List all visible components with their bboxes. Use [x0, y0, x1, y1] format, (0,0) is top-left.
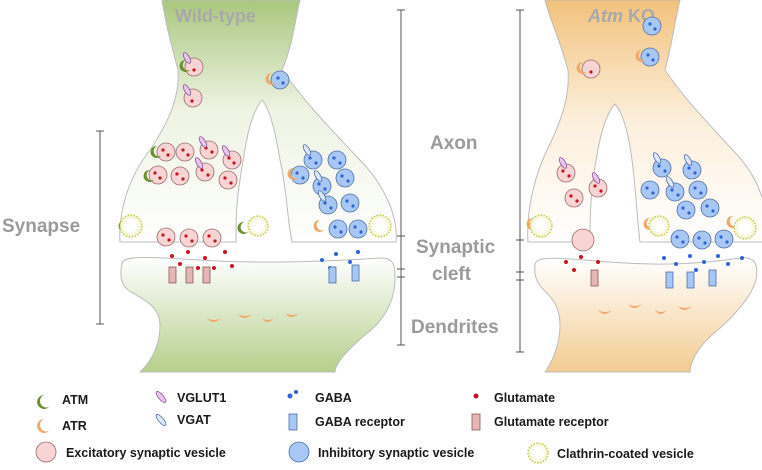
- svg-text:VGLUT1: VGLUT1: [177, 391, 226, 405]
- label-cleft: cleft: [432, 264, 472, 285]
- legend-gaba: GABA: [287, 390, 352, 405]
- ko-atr-crescents: [526, 49, 737, 314]
- legend-atr: ATR: [37, 419, 87, 433]
- ko-glutamate-receptors: [590, 269, 599, 287]
- wt-vglut-vgat: [182, 52, 327, 202]
- vgat-icon: [155, 414, 167, 426]
- ko-gaba-cleft: [662, 254, 744, 272]
- svg-text:VGAT: VGAT: [177, 413, 211, 427]
- wt-gaba-receptors: [328, 264, 360, 284]
- svg-text:ATM: ATM: [62, 393, 88, 407]
- legend-vgat: VGAT: [155, 413, 211, 427]
- gaba-icon: [287, 393, 293, 399]
- ko-vglut-vgat: [558, 152, 693, 188]
- glutamate-receptor-icon: [471, 413, 481, 431]
- excitatory-vesicle-icon: [35, 441, 57, 463]
- wt-region-scale-bars: [397, 9, 405, 346]
- title-wild-type: Wild-type: [175, 6, 256, 26]
- ko-gaba-receptors: [665, 269, 717, 289]
- wt-atr-crescents: [207, 72, 324, 322]
- svg-text:Excitatory synaptic vesicle: Excitatory synaptic vesicle: [66, 446, 226, 460]
- svg-text:Inhibitory synaptic vesicle: Inhibitory synaptic vesicle: [318, 446, 474, 460]
- legend-gaba-receptor: GABA receptor: [288, 413, 405, 431]
- wt-glutamate-receptors: [168, 266, 211, 284]
- legend-inhibitory-vesicle: Inhibitory synaptic vesicle: [288, 441, 474, 463]
- ko-glutamate-cleft: [564, 255, 600, 272]
- wt-glutamate-inside: [153, 68, 236, 243]
- legend-glutamate: Glutamate: [473, 391, 555, 405]
- wt-glutamate-cleft: [170, 250, 234, 270]
- label-synaptic: Synaptic: [416, 237, 496, 258]
- svg-text:Glutamate receptor: Glutamate receptor: [494, 415, 609, 429]
- synapse-scale-bar: [96, 130, 104, 325]
- legend: ATM ATR VGLUT1 VGAT GABA GABA receptor G…: [35, 390, 694, 464]
- wt-gaba-inside: [276, 76, 363, 234]
- inhibitory-vesicle-icon: [288, 441, 310, 463]
- clathrin-vesicle-icon: [527, 442, 549, 464]
- legend-vglut1: VGLUT1: [155, 391, 226, 405]
- svg-text:Clathrin-coated vesicle: Clathrin-coated vesicle: [557, 447, 694, 461]
- legend-clathrin-vesicle: Clathrin-coated vesicle: [527, 442, 694, 464]
- ko-excitatory-vesicles: [556, 59, 608, 252]
- svg-text:GABA: GABA: [315, 391, 352, 405]
- wt-dendrite: [120, 257, 396, 373]
- wild-type-neuron: [119, 0, 397, 373]
- wt-clathrin-vesicles: [119, 214, 392, 238]
- label-dendrites: Dendrites: [411, 317, 499, 338]
- atr-icon: [37, 419, 49, 433]
- label-axon: Axon: [430, 133, 478, 154]
- wt-excitatory-vesicles: [148, 57, 242, 248]
- legend-atm: ATM: [37, 393, 88, 409]
- ko-clathrin-vesicles: [529, 214, 757, 240]
- svg-text:GABA receptor: GABA receptor: [315, 415, 405, 429]
- glutamate-icon: [473, 393, 479, 399]
- ko-region-scale-bars: [516, 9, 524, 353]
- atm-icon: [37, 395, 49, 409]
- wt-inhibitory-vesicles: [270, 70, 368, 239]
- vglut1-icon: [155, 391, 167, 403]
- label-synapse: Synapse: [2, 216, 80, 237]
- ko-glutamate-inside: [561, 70, 603, 203]
- legend-excitatory-vesicle: Excitatory synaptic vesicle: [35, 441, 226, 463]
- atm-ko-neuron: [527, 0, 762, 373]
- legend-glutamate-receptor: Glutamate receptor: [471, 413, 609, 431]
- svg-text:Glutamate: Glutamate: [494, 391, 555, 405]
- svg-text:ATR: ATR: [62, 419, 87, 433]
- ko-dendrite: [534, 257, 758, 373]
- ko-inhibitory-vesicles: [640, 16, 734, 250]
- ko-axon-terminal: [527, 0, 762, 243]
- ko-gaba-inside: [645, 22, 729, 245]
- gaba-receptor-icon: [288, 413, 298, 431]
